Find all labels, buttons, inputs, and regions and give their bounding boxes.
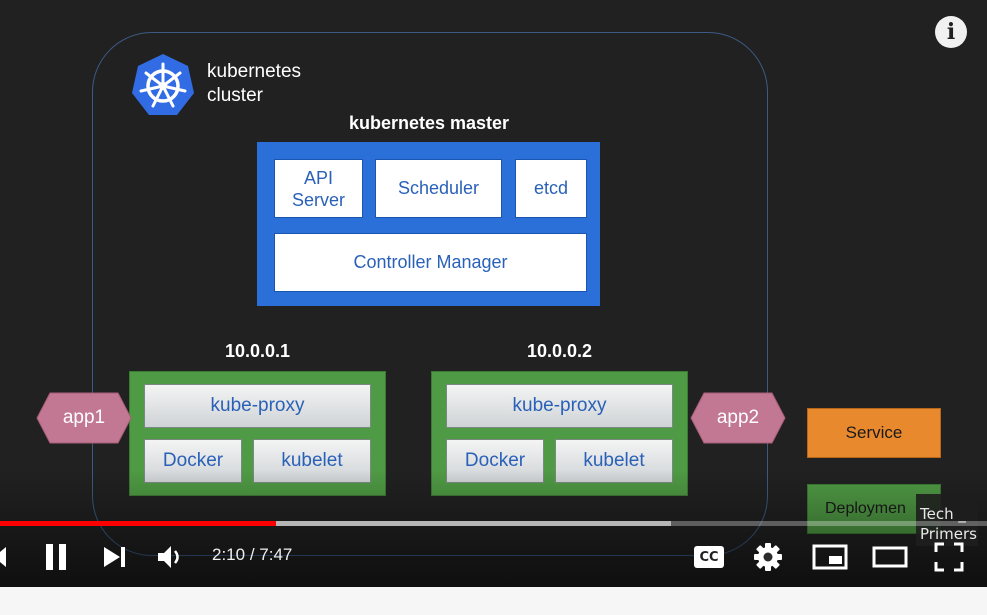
node1-docker: Docker — [144, 439, 242, 483]
channel-watermark[interactable]: Tech _ Primers — [916, 494, 978, 546]
next-icon[interactable] — [103, 546, 127, 568]
miniplayer-icon[interactable] — [812, 544, 848, 570]
info-icon: i — [946, 19, 956, 45]
watermark-line2: Primers — [920, 525, 977, 543]
captions-button[interactable]: CC — [694, 546, 724, 568]
app2-label: app2 — [716, 407, 760, 428]
time-display: 2:10 / 7:47 — [212, 545, 292, 565]
progress-played — [0, 521, 277, 526]
fullscreen-icon[interactable] — [934, 542, 964, 572]
volume-icon[interactable] — [157, 544, 183, 570]
app1-hexagon: app1 — [36, 392, 132, 444]
master-title: kubernetes master — [348, 113, 510, 133]
progress-buffered — [0, 521, 672, 526]
app1-hexagon-shape — [36, 392, 132, 444]
app2-hexagon: app2 — [690, 392, 786, 444]
duration: 7:47 — [259, 545, 293, 564]
app2-hexagon-shape — [690, 392, 786, 444]
node1-panel: kube-proxy Docker kubelet — [129, 371, 386, 496]
node1-kubelet: kubelet — [253, 439, 371, 483]
node2-ip: 10.0.0.2 — [526, 341, 593, 361]
kubernetes-logo-icon — [132, 54, 194, 115]
info-button[interactable]: i — [935, 16, 967, 48]
node2-kube-proxy: kube-proxy — [446, 384, 673, 428]
controller-manager-box: Controller Manager — [274, 233, 587, 292]
page-below-player — [0, 587, 987, 615]
master-panel: API Server Scheduler etcd Controller Man… — [257, 142, 600, 306]
theater-mode-icon[interactable] — [872, 546, 908, 568]
cluster-title-line2: cluster — [207, 85, 263, 106]
node1-kube-proxy: kube-proxy — [144, 384, 371, 428]
node2-panel: kube-proxy Docker kubelet — [431, 371, 688, 496]
api-server-label-line1: API — [303, 167, 333, 188]
progress-bar[interactable] — [0, 521, 987, 526]
app1-label: app1 — [62, 407, 106, 428]
video-player[interactable]: kubernetes cluster kubernetes master API… — [0, 0, 987, 587]
scheduler-box: Scheduler — [375, 159, 502, 218]
cluster-title: kubernetes cluster — [207, 60, 301, 108]
pause-icon[interactable] — [44, 543, 68, 571]
watermark-line1: Tech _ — [920, 505, 966, 523]
previous-icon[interactable] — [0, 544, 6, 570]
service-legend: Service — [807, 408, 941, 458]
node1-ip: 10.0.0.1 — [224, 341, 291, 361]
cluster-title-line1: kubernetes — [207, 61, 302, 82]
current-time: 2:10 — [212, 545, 246, 564]
node2-kubelet: kubelet — [555, 439, 673, 483]
api-server-box: API Server — [274, 159, 363, 218]
api-server-label-line2: Server — [291, 189, 345, 210]
cc-icon: CC — [699, 549, 719, 565]
time-separator: / — [245, 545, 260, 564]
node2-docker: Docker — [446, 439, 544, 483]
etcd-box: etcd — [515, 159, 587, 218]
settings-gear-icon[interactable] — [754, 543, 782, 571]
